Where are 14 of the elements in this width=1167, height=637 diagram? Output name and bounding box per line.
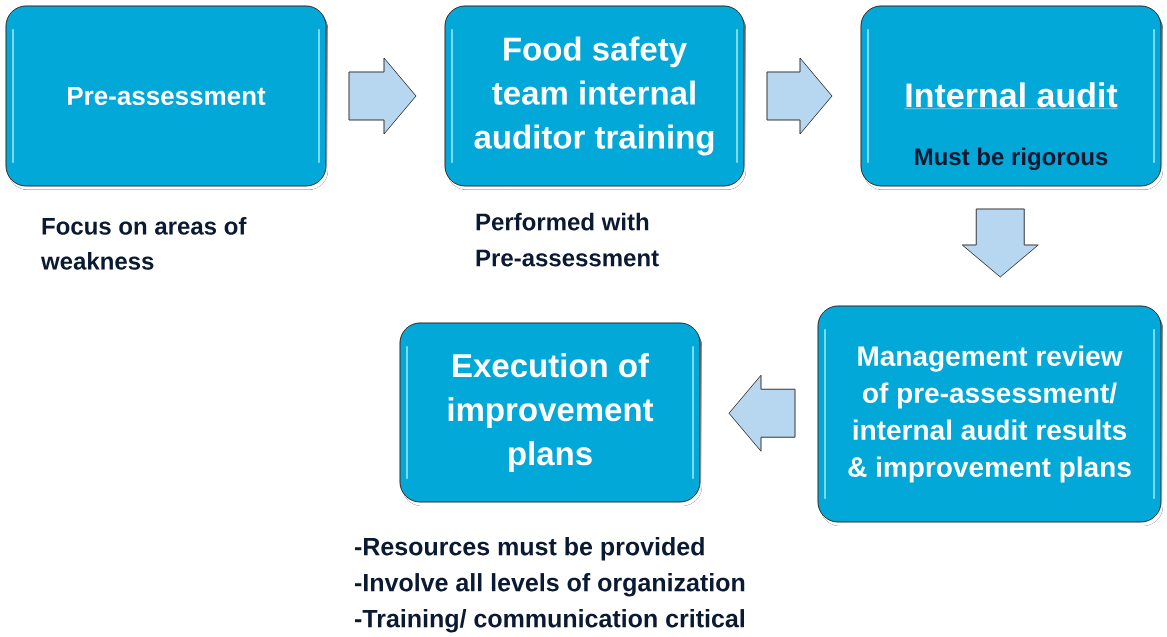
arrow: [348, 57, 417, 135]
note-text: -Resources must be provided: [355, 537, 704, 561]
note-text: -Involve all levels of organization: [355, 573, 745, 597]
note-text: Focus on areas of weakness: [40, 217, 247, 270]
process-box: Internal audit Must be rigorous: [860, 5, 1163, 190]
arrow: [728, 374, 796, 452]
note-text: Performed with Pre-assessment: [476, 212, 659, 267]
process-box: Food safety team internal auditor training: [444, 5, 746, 190]
process-box: Pre-assessment: [5, 5, 328, 190]
arrow: [961, 208, 1039, 278]
process-box: Execution of improvement plans: [399, 322, 702, 506]
note-text: -Training/ communication critical: [355, 609, 744, 633]
process-box: Management review of pre-assessment/ internal audit results & improvement plans: [817, 305, 1163, 526]
arrow: [766, 57, 833, 135]
